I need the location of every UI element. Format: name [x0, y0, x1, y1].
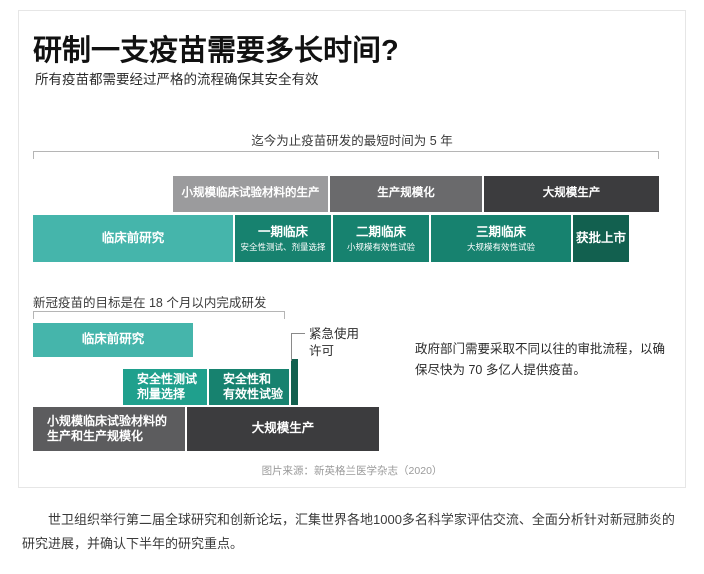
bar-label: 一期临床	[257, 224, 308, 239]
covid-approval-note: 政府部门需要采取不同以往的审批流程，以确保尽快为 70 多亿人提供疫苗。	[415, 342, 666, 377]
emergency-use-label: 紧急使用 许可	[309, 327, 360, 358]
bar-phase-3: 三期临床 大规模有效性试验	[431, 215, 571, 262]
bar-label: 安全性测试 剂量选择	[137, 372, 198, 401]
bar-phase-2: 二期临床 小规模有效性试验	[333, 215, 429, 262]
bar-label: 生产规模化	[377, 187, 435, 200]
bar-label: 小规模临床试验材料的 生产和生产规模化	[47, 414, 168, 443]
covid-bar-manufacturing-large-scale: 大规模生产	[187, 407, 379, 451]
bar-label: 获批上市	[575, 231, 626, 246]
covid-bar-manufacturing-small-scale: 小规模临床试验材料的 生产和生产规模化	[33, 407, 185, 451]
bar-label: 二期临床	[355, 224, 406, 239]
covid-timeline-bracket	[33, 311, 285, 319]
covid-timeline-caption: 新冠疫苗的目标是在 18 个月以内完成研发	[33, 296, 267, 310]
bar-sublabel: 大规模有效性试验	[466, 242, 535, 253]
infographic-card: 研制一支疫苗需要多长时间? 所有疫苗都需要经过严格的流程确保其安全有效 迄今为止…	[18, 10, 686, 488]
page-subtitle: 所有疫苗都需要经过严格的流程确保其安全有效	[35, 72, 319, 87]
bar-sublabel: 小规模有效性试验	[346, 242, 415, 253]
bar-approval: 获批上市	[573, 215, 629, 262]
emergency-use-leader-line	[291, 333, 305, 361]
bar-label: 三期临床	[475, 224, 526, 239]
traditional-timeline-caption: 迄今为止疫苗研发的最短时间为 5 年	[251, 134, 453, 148]
bar-manufacturing-scale-up: 生产规模化	[330, 176, 482, 212]
bar-sublabel: 安全性测试、剂量选择	[240, 242, 326, 253]
bar-label: 大规模生产	[542, 187, 601, 200]
traditional-timeline-bracket	[33, 151, 659, 159]
bar-label: 大规模生产	[251, 421, 315, 436]
bar-preclinical: 临床前研究	[33, 215, 233, 262]
image-source-caption: 图片来源：新英格兰医学杂志（2020）	[261, 465, 443, 477]
covid-bar-safety-dosing: 安全性测试 剂量选择	[123, 369, 207, 405]
covid-bar-preclinical: 临床前研究	[33, 323, 193, 357]
bar-label: 小规模临床试验材料的生产	[181, 187, 320, 200]
bar-label: 临床前研究	[101, 231, 165, 246]
bar-label: 临床前研究	[81, 332, 145, 347]
covid-bar-safety-efficacy: 安全性和 有效性试验	[209, 369, 289, 405]
bar-manufacturing-small-scale: 小规模临床试验材料的生产	[173, 176, 328, 212]
bar-phase-1: 一期临床 安全性测试、剂量选择	[235, 215, 331, 262]
bar-label: 安全性和 有效性试验	[223, 372, 284, 401]
bar-manufacturing-large-scale: 大规模生产	[484, 176, 659, 212]
page-title: 研制一支疫苗需要多长时间?	[33, 35, 399, 67]
article-body: 世卫组织举行第二届全球研究和创新论坛，汇集世界各地1000多名科学家评估交流、全…	[22, 512, 675, 552]
covid-bar-emergency-approval	[291, 359, 298, 405]
